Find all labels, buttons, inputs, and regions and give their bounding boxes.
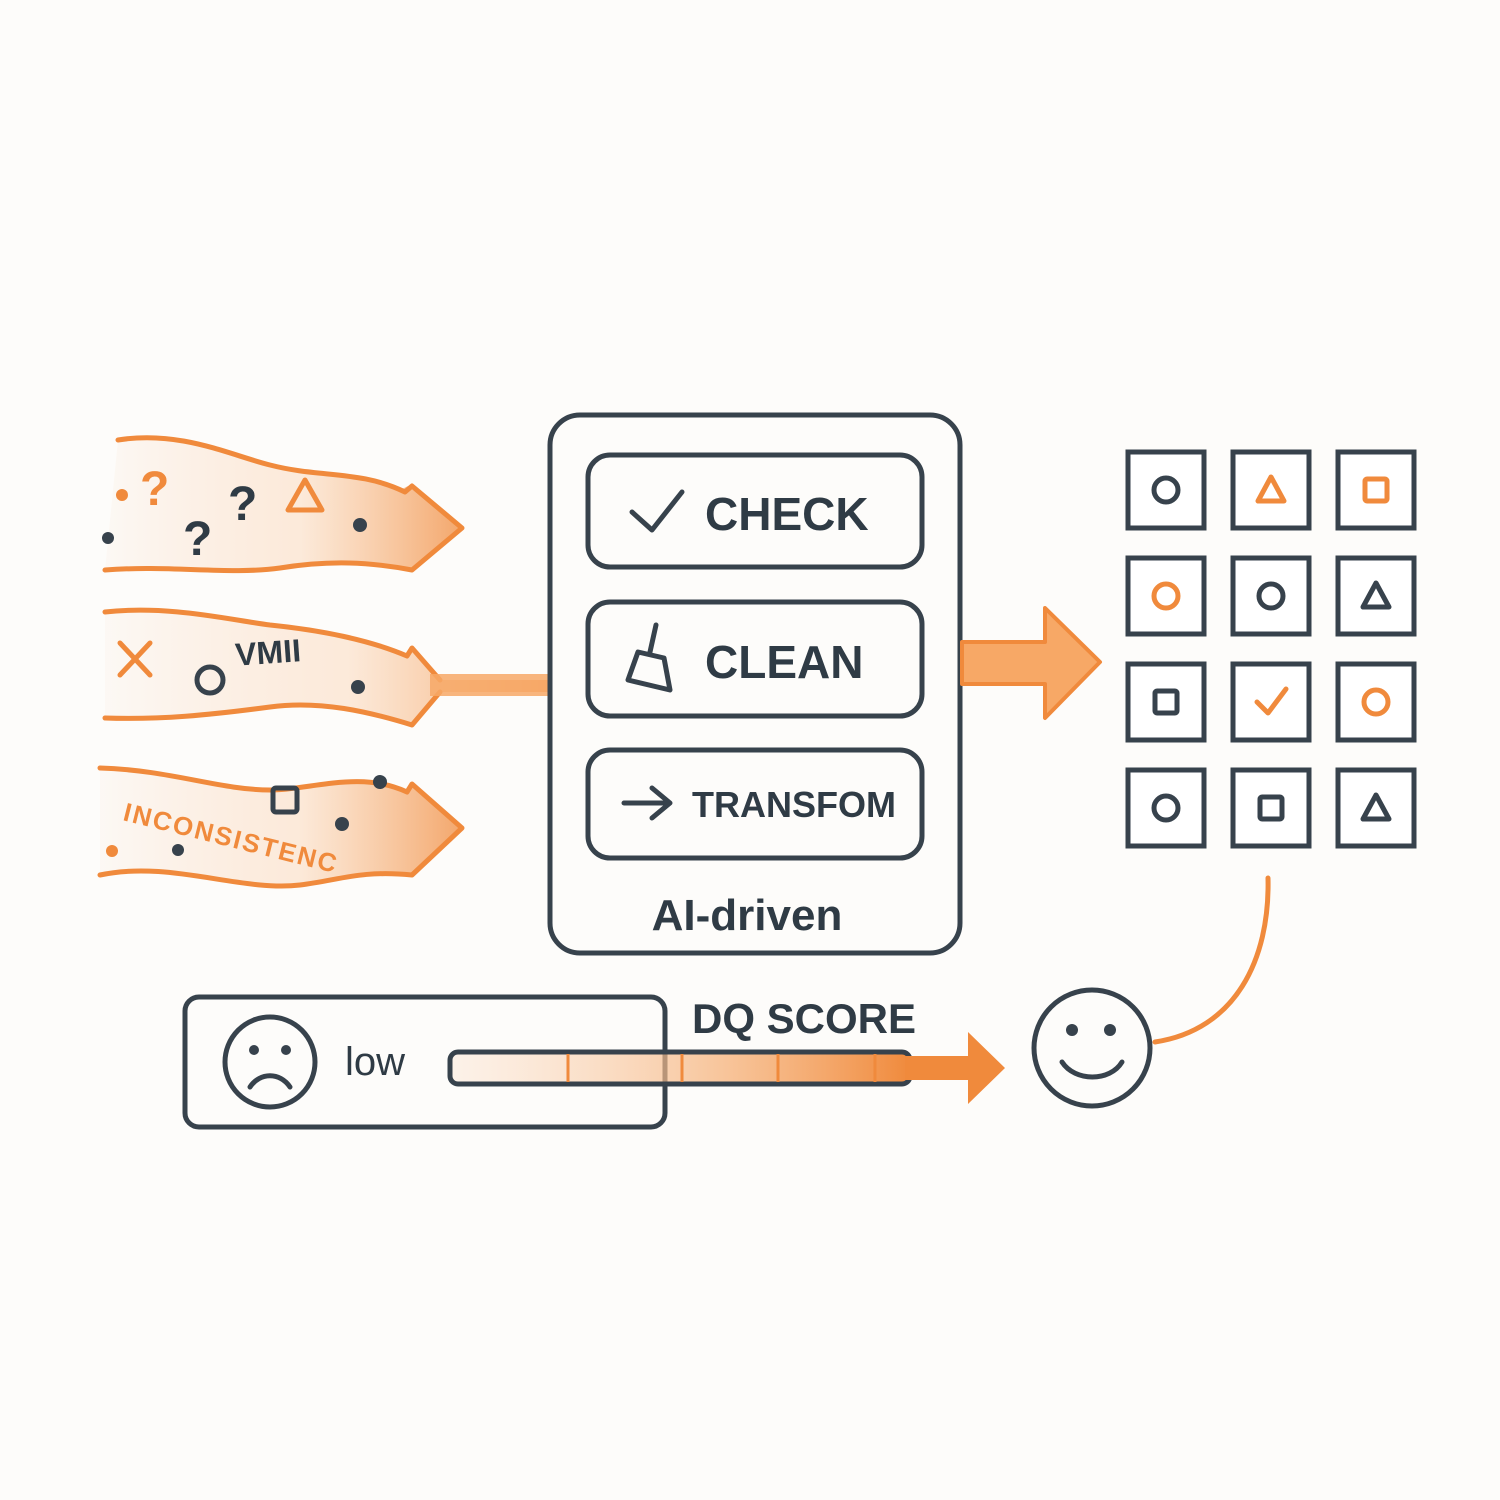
- square-icon: [1257, 794, 1285, 822]
- dot-icon: [373, 775, 387, 789]
- grid-cell: [1230, 767, 1312, 849]
- question-mark-icon: ?: [228, 478, 257, 531]
- happy-face-icon: [1031, 987, 1153, 1109]
- circle-icon: [1151, 793, 1181, 823]
- circle-icon: [1361, 687, 1391, 717]
- svg-text:?: ?: [140, 463, 169, 516]
- step-check-label: CHECK: [705, 488, 869, 540]
- circle-icon: [1151, 475, 1181, 505]
- svg-text:?: ?: [228, 478, 257, 531]
- dot-icon: [353, 518, 367, 532]
- input-stream-2: VMII: [102, 607, 548, 728]
- sad-face-icon: [222, 1014, 318, 1110]
- step-transform-button[interactable]: TRANSFOM: [585, 747, 925, 861]
- circle-icon: [1256, 581, 1286, 611]
- triangle-icon: [1255, 474, 1287, 504]
- circle-icon: [1151, 581, 1181, 611]
- triangle-icon: [285, 477, 325, 513]
- grid-cell: [1335, 449, 1417, 531]
- step-check-button[interactable]: CHECK: [585, 452, 925, 570]
- low-label: low: [345, 1040, 405, 1084]
- grid-cell: [1230, 661, 1312, 743]
- input-stream-1: ? ? ?: [102, 435, 465, 574]
- score-bar: [447, 1032, 1005, 1104]
- checkmark-icon: [629, 489, 685, 533]
- process-panel: CHECK CLEAN TRANSFOM AI-driven: [547, 412, 963, 956]
- dot-icon: [351, 680, 365, 694]
- step-clean-label: CLEAN: [705, 636, 863, 688]
- question-mark-icon: ?: [140, 463, 169, 516]
- input-stream-3: INCONSISTENC: [97, 765, 465, 889]
- dot-icon: [172, 844, 184, 856]
- grid-cell: [1125, 767, 1207, 849]
- stream-label-vmii: VMII: [234, 632, 302, 673]
- grid-cell: [1125, 661, 1207, 743]
- dot-icon: [116, 489, 128, 501]
- output-arrow: [960, 606, 1102, 720]
- grid-cell: [1125, 449, 1207, 531]
- connector-line: [1152, 875, 1271, 1045]
- dot-icon: [102, 532, 114, 544]
- svg-text:?: ?: [183, 513, 212, 566]
- clean-data-grid: [1125, 449, 1417, 849]
- grid-cell: [1335, 661, 1417, 743]
- step-transform-label: TRANSFOM: [692, 784, 896, 825]
- step-clean-button[interactable]: CLEAN: [585, 599, 925, 719]
- dq-score-title: DQ SCORE: [692, 995, 916, 1042]
- triangle-icon: [1360, 580, 1392, 610]
- dot-icon: [106, 845, 118, 857]
- circle-icon: [194, 664, 226, 696]
- grid-cell: [1335, 555, 1417, 637]
- dot-icon: [335, 817, 349, 831]
- question-mark-icon: ?: [183, 513, 212, 566]
- square-icon: [1362, 476, 1390, 504]
- square-icon: [1152, 688, 1180, 716]
- triangle-icon: [1360, 792, 1392, 822]
- brush-icon: [625, 622, 673, 693]
- process-caption: AI-driven: [652, 891, 843, 940]
- grid-cell: [1125, 555, 1207, 637]
- grid-cell: [1335, 767, 1417, 849]
- grid-cell: [1230, 555, 1312, 637]
- grid-cell: [1230, 449, 1312, 531]
- square-icon: [270, 785, 300, 815]
- x-icon: [117, 640, 153, 678]
- check-icon: [1254, 686, 1289, 716]
- arrow-right-icon: [621, 785, 673, 821]
